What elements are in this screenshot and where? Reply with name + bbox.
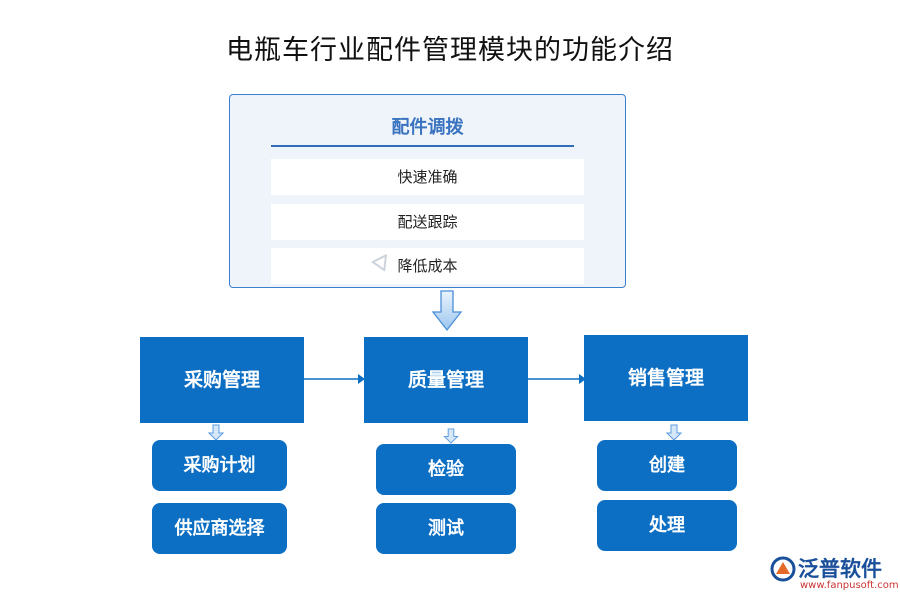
module-sales: 销售管理 [584,335,748,421]
brand-mark-icon [770,556,796,582]
brand-url: www.fanpusoft.com [800,580,899,591]
watermark [369,250,394,276]
panel-divider [271,145,574,147]
right-arrow-icon [304,374,365,384]
down-arrow-icon [443,428,459,444]
module-purchasing: 采购管理 [140,337,304,423]
down-arrow-icon [431,290,463,332]
down-arrow-icon [208,424,224,441]
brand-logo: 泛普软件 www.fanpusoft.com [770,553,899,595]
down-arrow-icon [666,424,682,441]
diagram-title: 电瓶车行业配件管理模块的功能介绍 [226,35,674,66]
module-quality: 质量管理 [364,337,528,423]
brand-name: 泛普软件 [798,557,882,581]
watermark-logo-icon [370,253,388,272]
sub-inspection: 检验 [376,444,516,495]
sub-supplier-selection: 供应商选择 [152,503,287,554]
panel-item: 配送跟踪 [271,204,584,240]
sub-testing: 测试 [376,503,516,554]
panel-item: 快速准确 [271,159,584,195]
allocation-panel: 配件调拨 快速准确 配送跟踪 降低成本 [229,94,626,288]
right-arrow-icon [527,374,586,384]
sub-process: 处理 [597,500,737,551]
sub-purchase-plan: 采购计划 [152,440,287,491]
panel-heading: 配件调拨 [391,117,464,138]
panel-item: 降低成本 [271,248,584,284]
sub-create: 创建 [597,440,737,491]
